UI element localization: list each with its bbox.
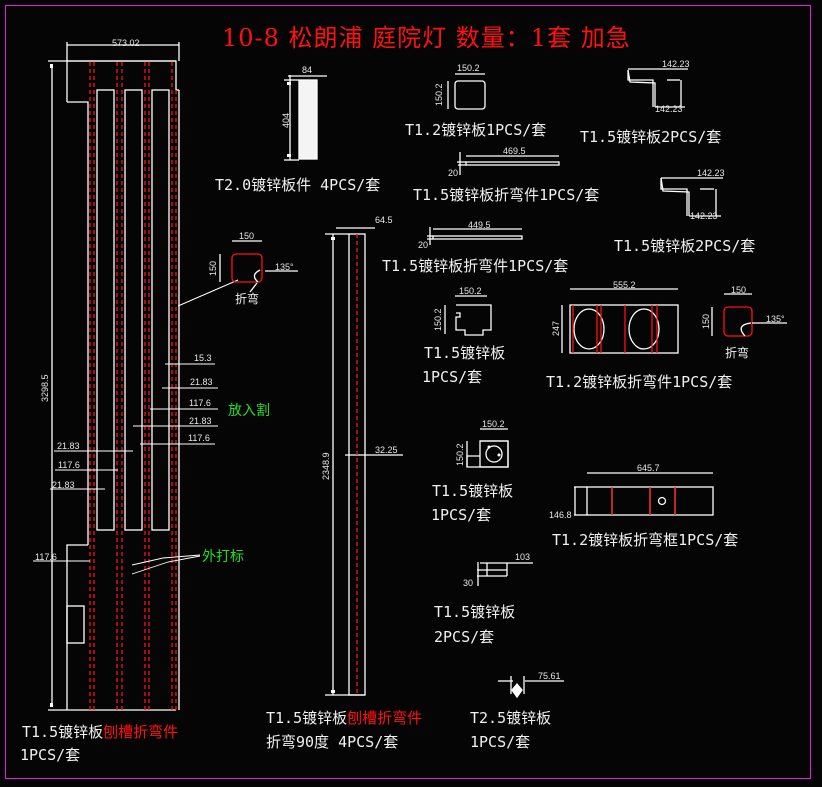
part1-offset-dims (33, 279, 239, 575)
part12-strip (325, 227, 403, 696)
p9-qty: 1PCS/套 (422, 368, 483, 386)
p12-height-dim: 2348.9 (321, 452, 331, 480)
p8-bend-note: 折弯 (235, 292, 260, 306)
p1-offset-dim-9: 117.6 (35, 552, 57, 562)
p8-width-dim: 150 (239, 231, 255, 241)
p9-width-dim: 150.2 (459, 286, 482, 296)
part14-bend-lines (611, 487, 676, 515)
p13-height-dim: 150.2 (455, 443, 465, 466)
p9-height-dim: 150.2 (433, 308, 443, 331)
p2-width-dim: 84 (302, 65, 313, 75)
part6-bracket (660, 177, 723, 217)
dimension-ticks (50, 64, 501, 707)
p14-height-dim: 146.8 (549, 510, 572, 520)
p1-offset-dim-7: 117.6 (58, 460, 80, 470)
p12-spec-label: T1.5镀锌板刨槽折弯件 (266, 708, 422, 728)
part15-angle (477, 562, 533, 586)
p3-width-dim: 150.2 (457, 63, 480, 73)
p1-note-insert-cut: 放入割 (228, 403, 270, 419)
p8-height-dim: 150 (208, 260, 218, 276)
p10-spec: T1.2镀锌板折弯件1PCS/套 (546, 373, 733, 391)
part16-cross (498, 676, 564, 699)
p15-spec: T1.5镀锌板 (434, 603, 516, 621)
p11-width-dim: 150 (731, 285, 747, 295)
part10-panel (561, 288, 679, 354)
part10-bend-lines (572, 305, 658, 353)
p5-length-dim: 469.5 (503, 146, 526, 156)
part4-bracket (627, 68, 688, 108)
p2-height-dim: 404 (281, 112, 291, 128)
p10-height-dim: 247 (551, 320, 561, 336)
p7-spec: T1.5镀锌板折弯件1PCS/套 (382, 257, 569, 275)
p1-offset-dim-1: 15.3 (194, 353, 212, 363)
part9-notched (444, 295, 492, 336)
p1-qty: 1PCS/套 (20, 746, 81, 764)
p1-spec-label: T1.5镀锌板刨槽折弯件 (22, 722, 178, 742)
p1-spec-highlight: 刨槽折弯件 (103, 723, 179, 741)
p12-offset-dim: 32.25 (375, 445, 398, 455)
p9-spec: T1.5镀锌板 (424, 344, 506, 362)
part11-bend (711, 293, 787, 337)
p14-spec: T1.2镀锌板折弯框1PCS/套 (552, 531, 739, 549)
part1-slot-lines (89, 62, 177, 710)
p1-offset-dim-6: 21.83 (57, 441, 80, 451)
p3-spec: T1.2镀锌板1PCS/套 (405, 121, 547, 139)
part5-strip (457, 152, 560, 175)
p10-width-dim: 555.2 (613, 280, 636, 290)
part8-bend (219, 240, 298, 293)
p6-dim-a: 142.23 (697, 168, 725, 178)
p8-angle-dim: 135° (275, 262, 294, 272)
part1-outline (48, 42, 180, 711)
p12-spec-line2: 折弯90度 4PCS/套 (266, 733, 399, 751)
p11-height-dim: 150 (701, 313, 711, 329)
p11-bend-note: 折弯 (725, 346, 750, 360)
p2-spec: T2.0镀锌板件 4PCS/套 (215, 176, 381, 194)
p16-spec: T2.5镀锌板 (470, 709, 552, 727)
p11-angle-dim: 135° (766, 314, 785, 324)
p1-offset-dim-3: 117.6 (189, 398, 211, 408)
p1-offset-dim-8: 21.83 (52, 480, 75, 490)
p1-height-dim: 3298.5 (40, 374, 50, 402)
p7-length-dim: 449.5 (468, 220, 491, 230)
part14-frame (574, 472, 714, 516)
part3-square (447, 73, 486, 110)
p15-qty: 2PCS/套 (434, 628, 495, 646)
p15-height-dim: 30 (463, 578, 474, 588)
p13-spec: T1.5镀锌板 (432, 482, 514, 500)
p12-spec-highlight: 刨槽折弯件 (347, 709, 423, 727)
p1-note-outer-mark: 外打标 (202, 549, 244, 565)
p5-flange-dim: 20 (448, 168, 459, 178)
part13-hole-plate (466, 428, 509, 468)
p13-qty: 1PCS/套 (431, 506, 492, 524)
part7-strip (427, 227, 523, 245)
p1-offset-dim-4: 21.83 (189, 416, 212, 426)
p1-spec: T1.5镀锌板 (22, 723, 104, 741)
drawing-frame (5, 5, 811, 779)
p12-spec: T1.5镀锌板 (266, 709, 348, 727)
p15-width-dim: 103 (515, 552, 531, 562)
p1-offset-dim-5: 117.6 (188, 433, 210, 443)
p1-width-dim: 573.02 (112, 38, 140, 48)
p14-width-dim: 645.7 (637, 463, 660, 473)
p5-spec: T1.5镀锌板折弯件1PCS/套 (413, 186, 600, 204)
p6-dim-b: 142.23 (690, 211, 718, 221)
p4-dim-a: 142.23 (662, 59, 690, 69)
drawing-title: 10-8 松朗浦 庭院灯 数量：1套 加急 (222, 24, 631, 52)
p16-width-dim: 75.61 (538, 671, 561, 681)
p6-spec: T1.5镀锌板2PCS/套 (614, 237, 756, 255)
p4-dim-b: 142.23 (655, 104, 683, 114)
part2-plate (284, 75, 327, 161)
p4-spec: T1.5镀锌板2PCS/套 (580, 128, 722, 146)
p3-height-dim: 150.2 (434, 83, 444, 106)
p16-qty: 1PCS/套 (470, 733, 531, 751)
p13-width-dim: 150.2 (482, 419, 505, 429)
p7-flange-dim: 20 (418, 240, 429, 250)
p1-offset-dim-2: 21.83 (190, 377, 213, 387)
p12-width-dim: 64.5 (375, 215, 393, 225)
